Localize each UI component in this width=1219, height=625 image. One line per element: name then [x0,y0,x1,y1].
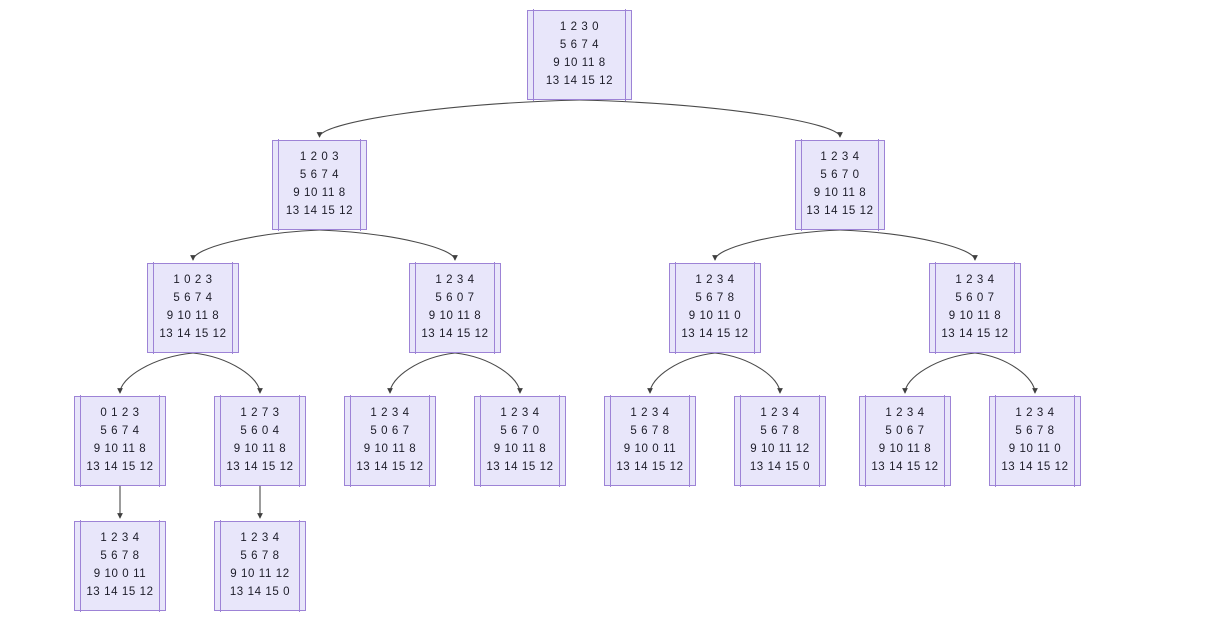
puzzle-row: 9 10 11 0 [688,310,742,323]
puzzle-row: 1 2 3 4 [1015,407,1055,420]
puzzle-row: 9 10 11 8 [493,443,547,456]
tree-edge [712,229,841,261]
puzzle-row: 9 10 11 8 [428,310,482,323]
tree-node: 1 2 3 4 5 6 7 8 9 10 0 11 13 14 15 12 [604,395,696,487]
tree-node: 1 2 3 4 5 6 7 8 9 10 11 0 13 14 15 12 [989,395,1081,487]
puzzle-row: 5 6 7 4 [299,169,340,182]
puzzle-row: 5 6 0 4 [240,425,280,438]
tree-node: 1 2 3 4 5 0 6 7 9 10 11 8 13 14 15 12 [859,395,951,487]
puzzle-row: 9 10 11 8 [948,310,1002,323]
puzzle-row: 5 6 0 7 [435,292,475,305]
tree-node: 1 2 3 4 5 6 0 7 9 10 11 8 13 14 15 12 [929,262,1021,354]
puzzle-row: 1 2 3 0 [559,21,600,34]
puzzle-row: 1 2 3 4 [630,407,670,420]
puzzle-row: 9 10 11 8 [233,443,287,456]
puzzle-row: 1 2 3 4 [500,407,540,420]
puzzle-row: 5 0 6 7 [370,425,410,438]
puzzle-row: 1 2 3 4 [100,532,140,545]
puzzle-row: 13 14 15 0 [229,586,291,599]
puzzle-row: 9 10 11 0 [1008,443,1062,456]
tree-edge [192,352,263,394]
puzzle-row: 13 14 15 12 [226,461,294,474]
puzzle-row: 13 14 15 12 [1001,461,1069,474]
tree-node: 1 2 3 0 5 6 7 4 9 10 11 8 13 14 15 12 [527,9,632,101]
puzzle-row: 13 14 15 12 [681,328,749,341]
puzzle-row: 13 14 15 12 [941,328,1009,341]
puzzle-row: 9 10 11 12 [230,568,290,581]
tree-node: 1 2 3 4 5 6 7 8 9 10 11 12 13 14 15 0 [734,395,826,487]
puzzle-row: 9 10 11 8 [293,187,346,200]
tree-edge [579,99,843,138]
puzzle-row: 1 2 3 4 [370,407,410,420]
puzzle-row: 1 0 2 3 [173,274,213,287]
puzzle-row: 5 6 7 0 [500,425,540,438]
puzzle-row: 13 14 15 12 [421,328,489,341]
puzzle-row: 5 6 7 8 [695,292,735,305]
puzzle-row: 13 14 15 0 [749,461,811,474]
puzzle-row: 1 2 3 4 [955,274,995,287]
puzzle-row: 5 6 7 8 [760,425,800,438]
tree-edge [316,99,580,138]
puzzle-row: 9 10 11 8 [553,57,606,70]
puzzle-row: 1 2 0 3 [299,151,340,164]
tree-node: 1 0 2 3 5 6 7 4 9 10 11 8 13 14 15 12 [147,262,239,354]
puzzle-row: 13 14 15 12 [86,586,154,599]
tree-edge [839,229,978,261]
tree-node: 0 1 2 3 5 6 7 4 9 10 11 8 13 14 15 12 [74,395,166,487]
puzzle-row: 9 10 11 8 [166,310,220,323]
puzzle-row: 5 6 7 4 [173,292,213,305]
puzzle-row: 1 2 3 4 [695,274,735,287]
puzzle-row: 5 6 7 4 [559,39,600,52]
puzzle-row: 13 14 15 12 [285,205,354,218]
tree-node: 1 2 7 3 5 6 0 4 9 10 11 8 13 14 15 12 [214,395,306,487]
tree-edge [714,352,783,394]
tree-node: 1 2 3 4 5 6 7 8 9 10 0 11 13 14 15 12 [74,520,166,612]
puzzle-row: 5 6 7 8 [100,550,140,563]
tree-edge [902,352,976,394]
tree-edge [387,352,456,394]
puzzle-row: 9 10 0 11 [93,568,147,581]
puzzle-row: 1 2 3 4 [885,407,925,420]
tree-node: 1 2 3 4 5 6 7 0 9 10 11 8 13 14 15 12 [474,395,566,487]
puzzle-row: 9 10 11 8 [93,443,147,456]
tree-node: 1 2 0 3 5 6 7 4 9 10 11 8 13 14 15 12 [272,139,367,231]
puzzle-row: 13 14 15 12 [159,328,227,341]
puzzle-row: 1 2 3 4 [820,151,860,164]
tree-edge [190,229,320,261]
tree-node: 1 2 3 4 5 6 7 8 9 10 11 0 13 14 15 12 [669,262,761,354]
puzzle-row: 0 1 2 3 [100,407,140,420]
tree-edge [647,352,716,394]
puzzle-row: 13 14 15 12 [616,461,684,474]
puzzle-row: 5 6 7 8 [630,425,670,438]
puzzle-row: 5 6 7 8 [240,550,280,563]
puzzle-row: 5 6 7 4 [100,425,140,438]
puzzle-row: 9 10 11 8 [878,443,932,456]
puzzle-row: 13 14 15 12 [486,461,554,474]
puzzle-row: 9 10 11 8 [363,443,417,456]
puzzle-row: 1 2 3 4 [760,407,800,420]
puzzle-row: 9 10 11 12 [750,443,810,456]
tree-edge [319,229,458,261]
puzzle-row: 1 2 7 3 [240,407,280,420]
tree-node: 1 2 3 4 5 6 7 8 9 10 11 12 13 14 15 0 [214,520,306,612]
puzzle-row: 5 6 0 7 [955,292,995,305]
puzzle-row: 1 2 3 4 [240,532,280,545]
tree-node: 1 2 3 4 5 6 0 7 9 10 11 8 13 14 15 12 [409,262,501,354]
puzzle-row: 13 14 15 12 [86,461,154,474]
puzzle-row: 13 14 15 12 [871,461,939,474]
tree-node: 1 2 3 4 5 6 7 0 9 10 11 8 13 14 15 12 [795,139,885,231]
tree-node: 1 2 3 4 5 0 6 7 9 10 11 8 13 14 15 12 [344,395,436,487]
puzzle-row: 5 6 7 0 [820,169,860,182]
puzzle-row: 5 0 6 7 [885,425,925,438]
puzzle-row: 5 6 7 8 [1015,425,1055,438]
puzzle-row: 9 10 11 8 [813,187,867,200]
puzzle-row: 1 2 3 4 [435,274,475,287]
puzzle-row: 13 14 15 12 [356,461,424,474]
tree-edge [974,352,1038,394]
puzzle-row: 13 14 15 12 [806,205,874,218]
tree-edge [117,352,194,394]
puzzle-row: 13 14 15 12 [545,75,614,88]
puzzle-row: 9 10 0 11 [623,443,677,456]
tree-edge [454,352,523,394]
